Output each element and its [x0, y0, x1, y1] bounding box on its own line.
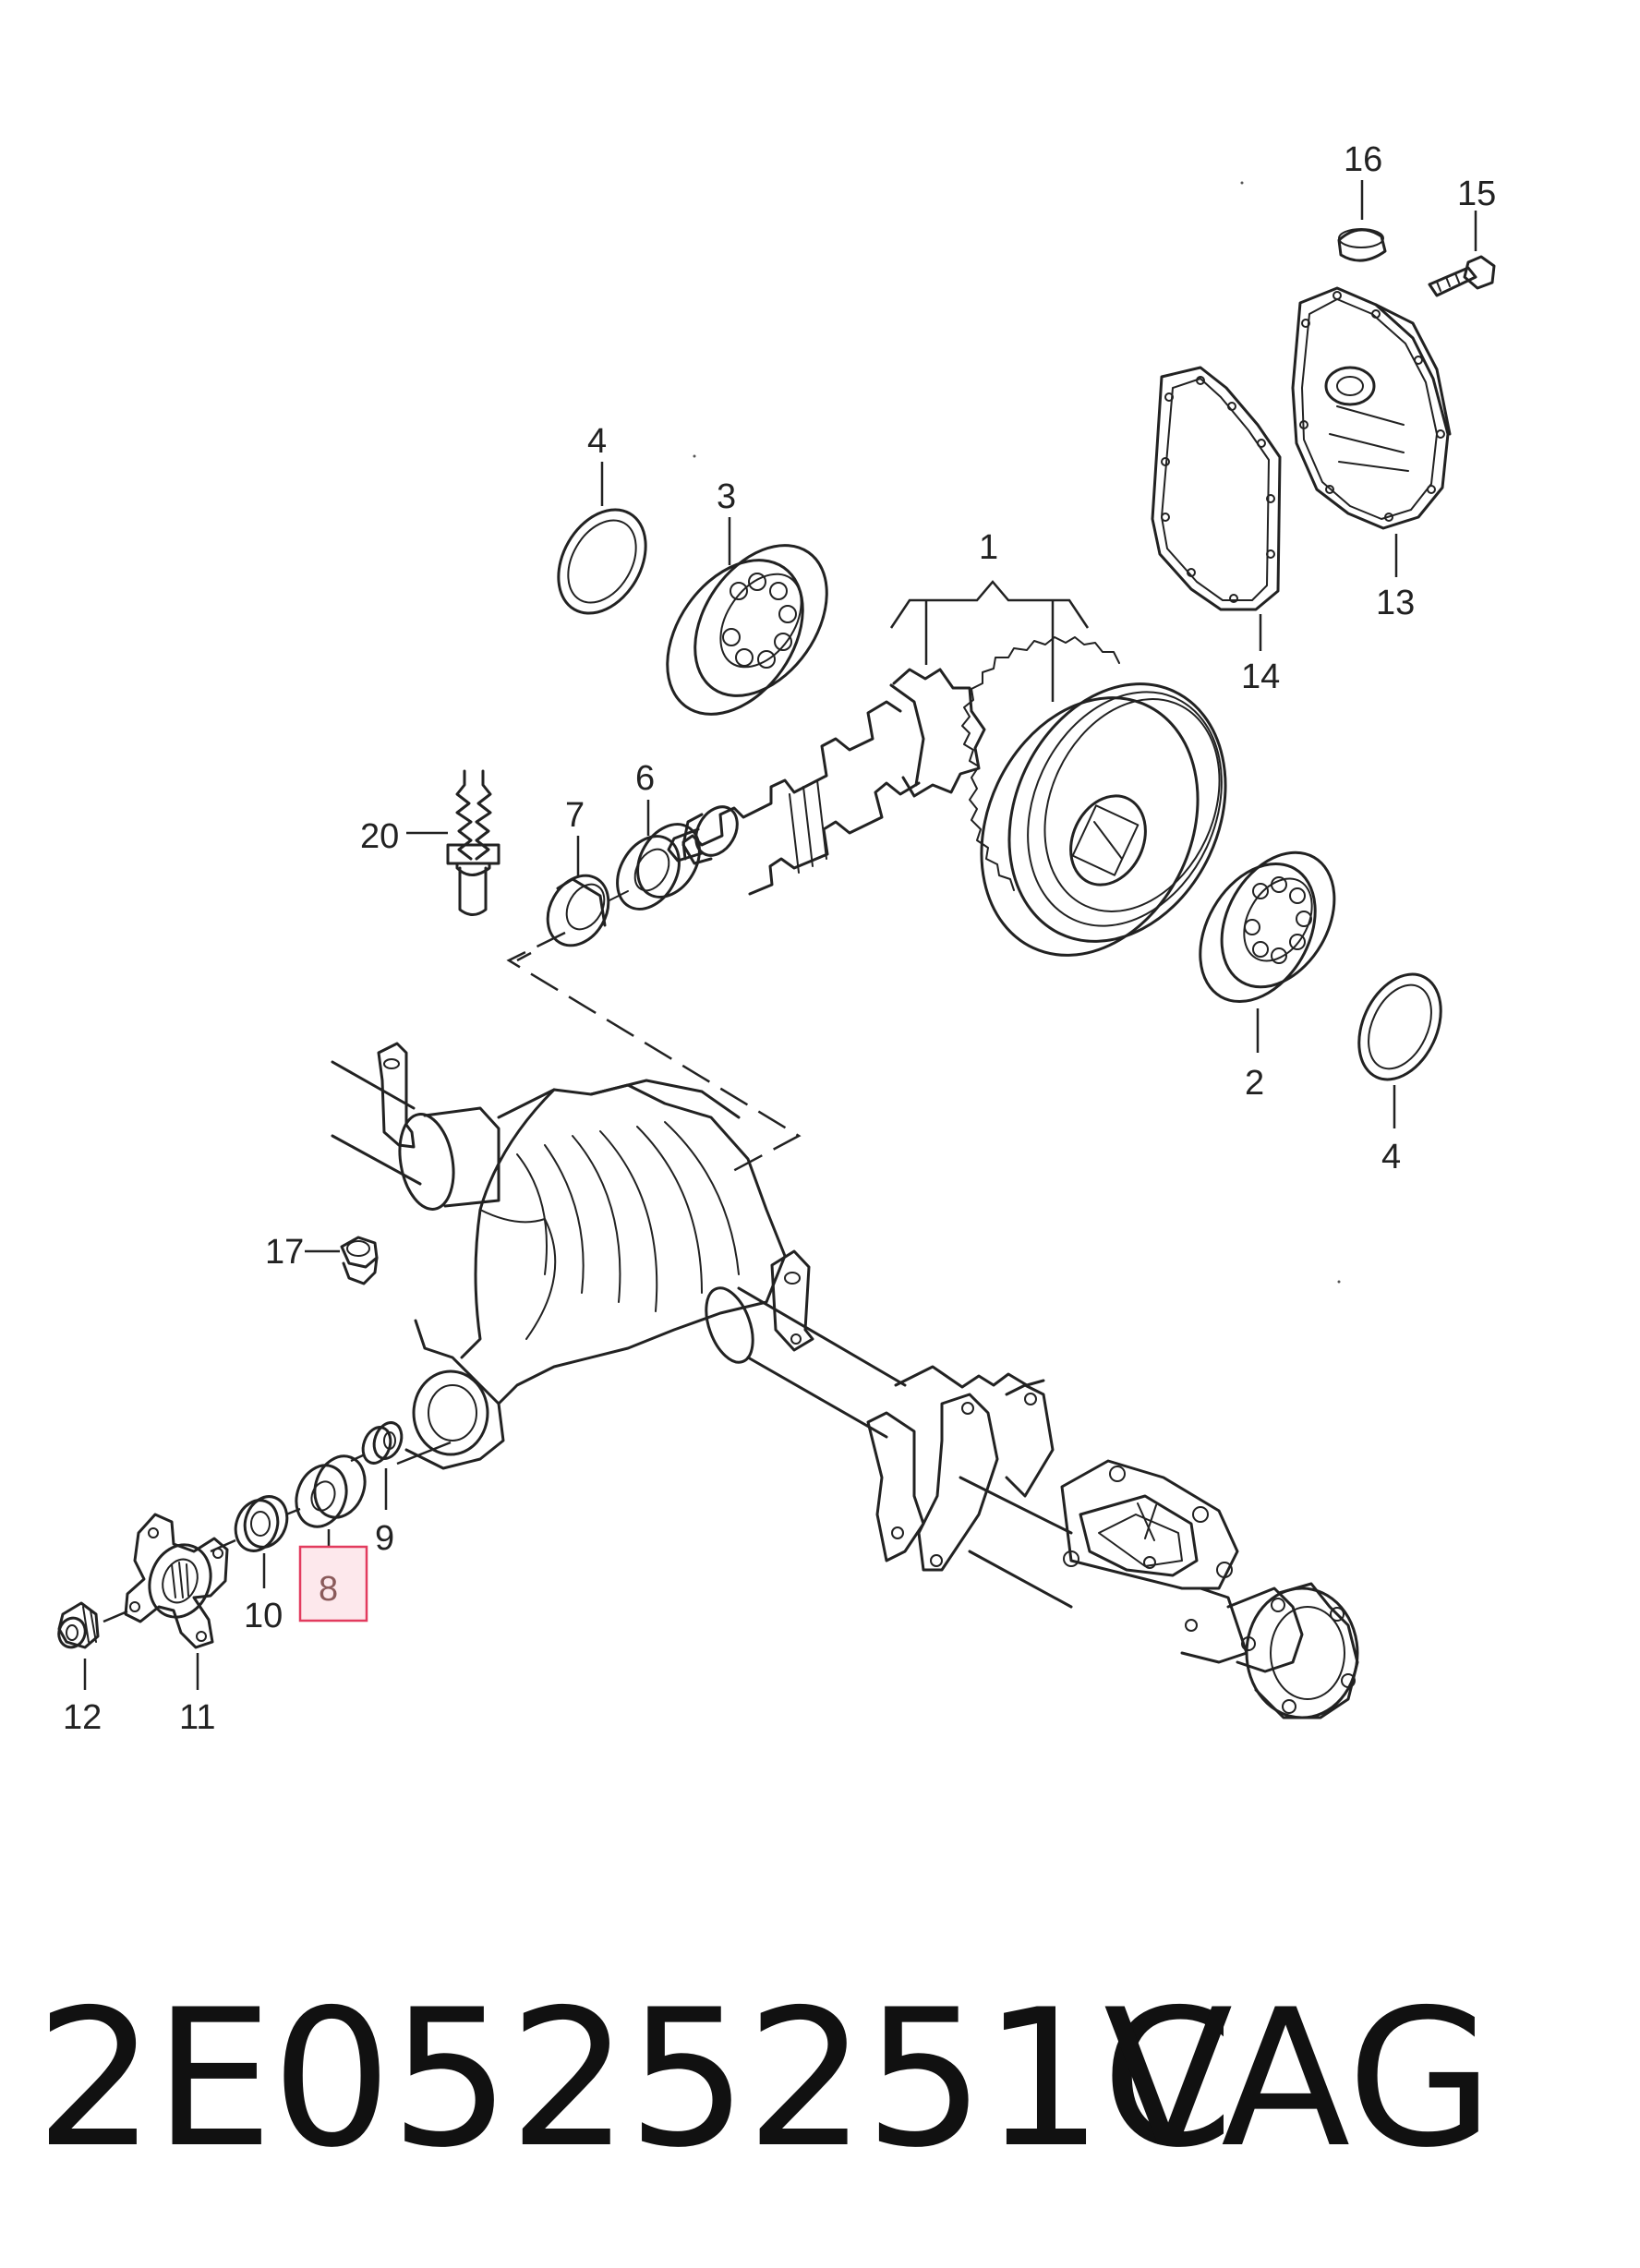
flange-11 — [102, 1513, 229, 1690]
seal-ring-4-left — [557, 462, 647, 615]
plug-16 — [1337, 180, 1387, 262]
bolt-15 — [1428, 211, 1496, 297]
breather-20 — [406, 769, 500, 916]
callout-6: 6 — [635, 759, 655, 798]
gasket-14 — [1151, 366, 1282, 651]
bearing-6 — [616, 800, 701, 911]
callout-13: 13 — [1376, 584, 1415, 622]
nut-17 — [305, 1236, 379, 1285]
callout-16: 16 — [1344, 140, 1382, 179]
callout-17: 17 — [265, 1233, 304, 1272]
callout-20: 20 — [360, 817, 399, 856]
callout-12: 12 — [63, 1698, 102, 1737]
bracket-1 — [889, 580, 1090, 702]
ring-gear — [961, 636, 1227, 957]
brand-name: VAG — [1103, 1970, 1494, 2190]
callout-15: 15 — [1457, 175, 1496, 213]
axle-housing — [331, 1042, 1359, 1719]
highlight-box — [298, 1545, 368, 1623]
assembly-guide-line — [506, 931, 802, 1175]
cover-13 — [1291, 286, 1452, 577]
callout-4-left: 4 — [587, 422, 607, 461]
callout-1: 1 — [979, 528, 998, 567]
callout-2: 2 — [1245, 1064, 1264, 1103]
seal-7 — [546, 836, 610, 947]
nut-9 — [350, 1421, 404, 1510]
washer-10 — [210, 1495, 289, 1588]
callout-3: 3 — [717, 477, 736, 516]
pinion-shaft — [667, 668, 986, 896]
bearing-2 — [1199, 850, 1336, 1053]
callout-7: 7 — [565, 796, 585, 835]
callout-10: 10 — [244, 1597, 283, 1635]
part-number: 2E0525251C — [35, 1970, 1234, 2190]
callout-9: 9 — [375, 1519, 394, 1558]
exploded-parts-diagram: 1 2 3 4 4 6 7 8 9 10 11 12 13 14 15 16 1… — [57, 140, 1496, 1737]
nut-12 — [57, 1601, 100, 1690]
callout-4-right: 4 — [1381, 1138, 1401, 1176]
part-caption: 2E0525251C VAG — [0, 1948, 1640, 2189]
callout-11: 11 — [179, 1698, 215, 1737]
bearing-3 — [666, 517, 828, 716]
callout-14: 14 — [1241, 657, 1280, 696]
seal-ring-4-right — [1357, 972, 1442, 1128]
callout-8: 8 — [319, 1570, 338, 1609]
